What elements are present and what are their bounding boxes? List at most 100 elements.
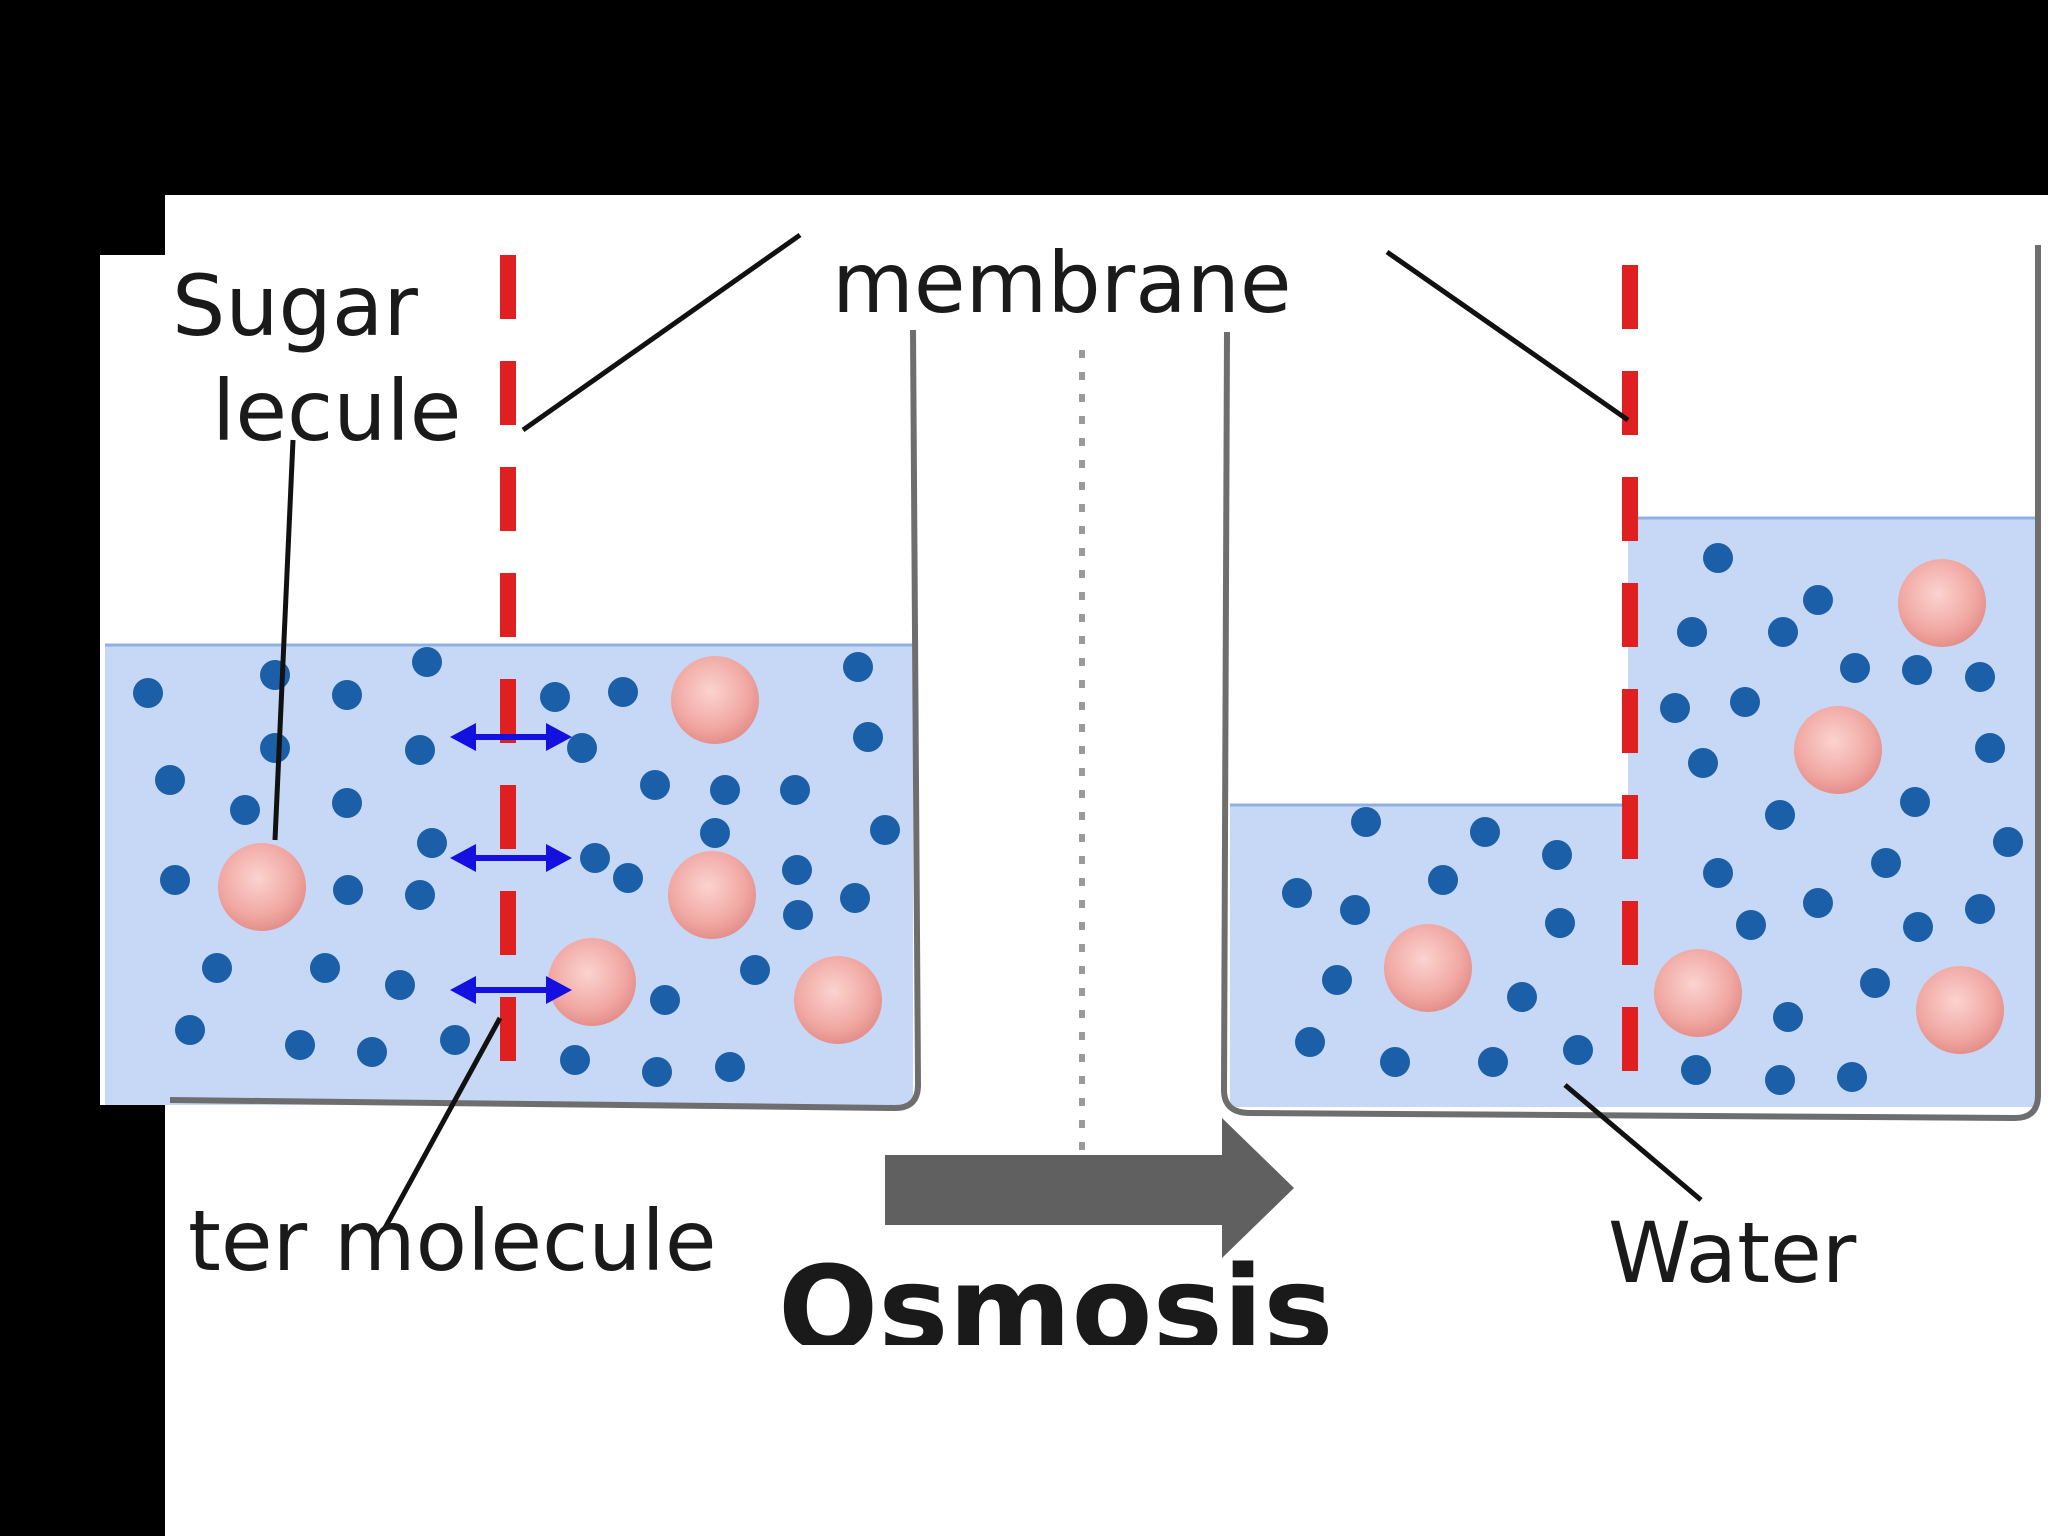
water-molecule: [540, 682, 570, 712]
water-molecule: [1703, 858, 1733, 888]
water-molecule: [1993, 827, 2023, 857]
water-molecule: [230, 795, 260, 825]
water-molecule: [405, 735, 435, 765]
sugar-molecule: [794, 956, 882, 1044]
water-molecule: [1768, 617, 1798, 647]
water-molecule: [700, 818, 730, 848]
water-molecule: [1542, 840, 1572, 870]
water-molecule: [440, 1025, 470, 1055]
water-molecule: [870, 815, 900, 845]
water-molecule: [1900, 787, 1930, 817]
water-molecule: [1773, 1002, 1803, 1032]
water-molecule: [1765, 1065, 1795, 1095]
water-label: Water: [1608, 1204, 1857, 1302]
water-movement-arrow: [450, 844, 572, 872]
water-molecule: [640, 770, 670, 800]
water-molecule: [202, 953, 232, 983]
beaker-wall-before: [169, 329, 922, 1112]
water-molecule: [710, 775, 740, 805]
molecules-before: [133, 647, 900, 1087]
water-molecule: [417, 828, 447, 858]
water-molecule: [853, 722, 883, 752]
water-molecule: [642, 1057, 672, 1087]
water-molecule: [783, 900, 813, 930]
leader-lines: [272, 232, 1703, 1230]
water-molecule: [1660, 693, 1690, 723]
water-molecule: [285, 1030, 315, 1060]
water-molecule: [608, 677, 638, 707]
water-molecule: [1340, 895, 1370, 925]
process-arrow: [885, 1118, 1294, 1258]
membrane-label: membrane: [832, 234, 1292, 332]
water-molecule: [333, 875, 363, 905]
sugar-molecule: [548, 938, 636, 1026]
bottom-whitespace: [165, 1345, 2048, 1536]
water-molecule: [155, 765, 185, 795]
water-molecule: [385, 970, 415, 1000]
water-molecule: [1975, 733, 2005, 763]
water-molecule: [1837, 1062, 1867, 1092]
water-molecule: [1736, 910, 1766, 940]
beaker-after: [1220, 245, 2041, 1122]
water-molecule: [1688, 748, 1718, 778]
water-molecule: [1803, 585, 1833, 615]
water-movement-arrow: [450, 976, 572, 1004]
water-molecule: [1478, 1047, 1508, 1077]
water-molecule: [1871, 848, 1901, 878]
water-molecule: [1903, 912, 1933, 942]
water-molecule: [1563, 1035, 1593, 1065]
water-molecule: [412, 647, 442, 677]
sugar-molecule: [1654, 949, 1742, 1037]
water-molecule: [1295, 1027, 1325, 1057]
water-molecule: [260, 660, 290, 690]
water-molecule: [1860, 968, 1890, 998]
water-molecule: [1840, 653, 1870, 683]
water-molecule: [1677, 617, 1707, 647]
water-molecule: [1765, 800, 1795, 830]
water-molecule: [843, 652, 873, 682]
water-molecule: [1545, 908, 1575, 938]
water-movement-arrow: [450, 723, 572, 751]
water-molecule: [715, 1052, 745, 1082]
water-molecule: [650, 985, 680, 1015]
sugar-molecule: [668, 851, 756, 939]
movement-arrows: [450, 723, 572, 1004]
sugar-molecule: [218, 843, 306, 931]
water-molecule: [357, 1037, 387, 1067]
water-molecule: [560, 1045, 590, 1075]
sugar-molecule: [1916, 966, 2004, 1054]
water-molecule: [782, 855, 812, 885]
molecules-after: [1282, 543, 2023, 1095]
water-molecule: [160, 865, 190, 895]
water-molecule: [405, 880, 435, 910]
sugar-molecule: [1898, 559, 1986, 647]
water-molecule: [580, 843, 610, 873]
sugar-molecule: [1384, 924, 1472, 1012]
water-molecule: [1351, 807, 1381, 837]
water-molecule: [1703, 543, 1733, 573]
water-molecule-label: ter molecule: [188, 1192, 717, 1290]
water-molecule: [1730, 687, 1760, 717]
molecule-label-partial: lecule: [212, 362, 461, 460]
water-molecule: [1380, 1047, 1410, 1077]
water-molecule: [1803, 888, 1833, 918]
water-molecule: [780, 775, 810, 805]
sugar-molecule: [1794, 706, 1882, 794]
sugar-label: Sugar: [172, 257, 418, 355]
water-molecule: [133, 678, 163, 708]
water-molecule: [1965, 894, 1995, 924]
water-molecule: [1965, 662, 1995, 692]
beaker-wall-after: [1220, 245, 2041, 1122]
water-molecule: [1322, 965, 1352, 995]
water-molecule: [567, 733, 597, 763]
beaker-before: [105, 255, 922, 1112]
water-molecule: [1282, 878, 1312, 908]
sugar-molecule: [671, 656, 759, 744]
water-molecule: [1902, 655, 1932, 685]
water-molecule: [1428, 865, 1458, 895]
water-molecule: [1470, 817, 1500, 847]
water-molecule: [740, 955, 770, 985]
water-molecule: [840, 883, 870, 913]
water-molecule: [175, 1015, 205, 1045]
